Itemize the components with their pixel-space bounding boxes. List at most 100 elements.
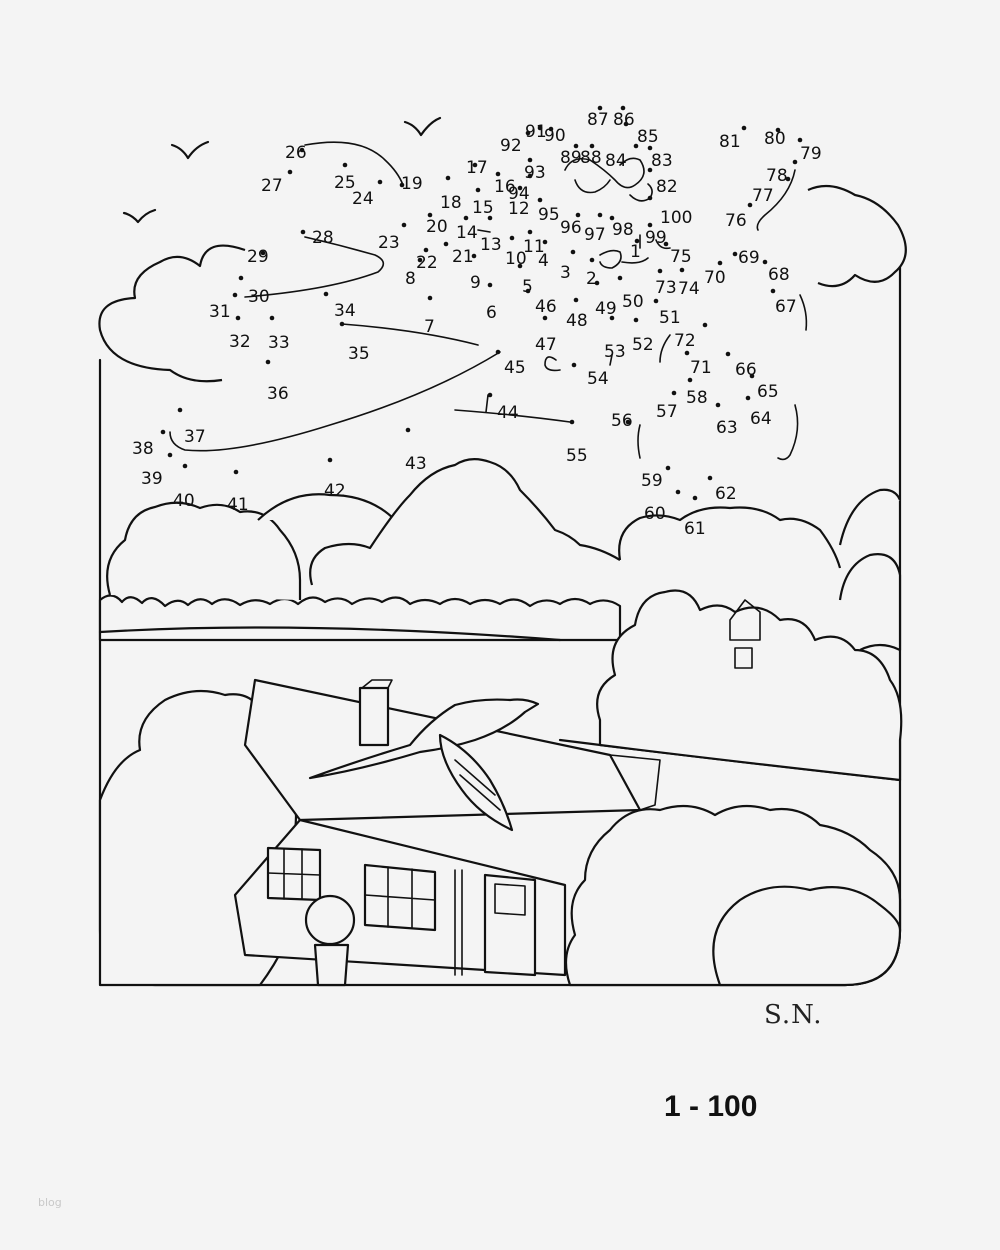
dot-52 [633, 317, 639, 323]
dot-label-49: 49 [595, 299, 617, 319]
forest-right [596, 553, 903, 782]
dot-38 [160, 429, 166, 435]
dot-44 [487, 392, 493, 398]
dot-33 [269, 315, 275, 321]
dot-label-43: 43 [405, 454, 427, 474]
dot-label-74: 74 [678, 279, 700, 299]
dot-35 [339, 321, 345, 327]
dot-86 [620, 105, 626, 111]
dot-18 [445, 175, 451, 181]
dot-label-2: 2 [586, 269, 597, 289]
dot-73 [657, 268, 663, 274]
dot-label-52: 52 [632, 335, 654, 355]
dot-label-86: 86 [613, 110, 635, 130]
dot-label-45: 45 [504, 358, 526, 378]
dot-label-78: 78 [766, 166, 788, 186]
dot-69 [732, 251, 738, 257]
dot-91 [537, 125, 543, 131]
dot-48 [573, 297, 579, 303]
dot-78 [792, 159, 798, 165]
dot-label-99: 99 [645, 228, 667, 248]
dot-85 [623, 121, 629, 127]
dot-13 [487, 215, 493, 221]
dot-label-30: 30 [248, 287, 270, 307]
dot-label-23: 23 [378, 233, 400, 253]
dot-label-90: 90 [544, 126, 566, 146]
dot-label-64: 64 [750, 409, 772, 429]
right-cloud [807, 184, 907, 288]
dot-label-56: 56 [611, 411, 633, 431]
dot-47 [542, 315, 548, 321]
dot-20 [427, 212, 433, 218]
dot-label-53: 53 [604, 342, 626, 362]
dot-label-75: 75 [670, 247, 692, 267]
dot-70 [717, 260, 723, 266]
dot-label-61: 61 [684, 519, 706, 539]
dot-label-82: 82 [656, 177, 678, 197]
dot-label-20: 20 [426, 217, 448, 237]
dot-26 [299, 147, 305, 153]
dot-43 [405, 427, 411, 433]
dot-51 [653, 298, 659, 304]
dot-label-26: 26 [285, 143, 307, 163]
dot-label-65: 65 [757, 382, 779, 402]
dot-12 [517, 185, 523, 191]
dot-label-34: 34 [334, 301, 356, 321]
dot-label-42: 42 [324, 481, 346, 501]
dot-14 [463, 215, 469, 221]
dot-label-28: 28 [312, 228, 334, 248]
dot-8 [417, 257, 423, 263]
dot-17 [472, 162, 478, 168]
dot-label-77: 77 [752, 186, 774, 206]
dot-59 [665, 465, 671, 471]
dot-77 [785, 176, 791, 182]
dot-79 [797, 137, 803, 143]
dot-label-55: 55 [566, 446, 588, 466]
dot-65 [749, 373, 755, 379]
dot-11 [527, 229, 533, 235]
dot-25 [342, 162, 348, 168]
dot-label-83: 83 [651, 151, 673, 171]
dot-15 [475, 187, 481, 193]
dot-label-58: 58 [686, 388, 708, 408]
dot-81 [741, 125, 747, 131]
dot-label-12: 12 [508, 199, 530, 219]
dot-label-6: 6 [486, 303, 497, 323]
dot-label-4: 4 [538, 251, 549, 271]
dot-37 [177, 407, 183, 413]
dot-label-29: 29 [247, 247, 269, 267]
dot-53 [609, 315, 615, 321]
dot-64 [745, 395, 751, 401]
dot-46 [525, 288, 531, 294]
dot-label-87: 87 [587, 110, 609, 130]
dot-92 [525, 130, 531, 136]
dot-83 [647, 145, 653, 151]
guide-lines [169, 141, 808, 461]
dot-58 [687, 377, 693, 383]
dot-39 [167, 452, 173, 458]
dot-72 [702, 322, 708, 328]
dot-label-93: 93 [524, 163, 546, 183]
magpie-bird [308, 698, 540, 832]
dot-label-51: 51 [659, 308, 681, 328]
dot-7 [427, 295, 433, 301]
dot-label-37: 37 [184, 427, 206, 447]
dot-label-40: 40 [173, 491, 195, 511]
dot-label-71: 71 [690, 358, 712, 378]
dot-45 [495, 349, 501, 355]
dot-41 [233, 469, 239, 475]
dot-2 [589, 257, 595, 263]
dot-label-94: 94 [508, 184, 530, 204]
dot-label-100: 100 [660, 208, 692, 228]
dot-99 [647, 222, 653, 228]
dot-label-38: 38 [132, 439, 154, 459]
dot-80 [775, 127, 781, 133]
dot-label-68: 68 [768, 265, 790, 285]
dot-label-91: 91 [525, 122, 547, 142]
dot-34 [323, 291, 329, 297]
dot-label-19: 19 [401, 174, 423, 194]
dot-label-17: 17 [466, 158, 488, 178]
dot-label-25: 25 [334, 173, 356, 193]
